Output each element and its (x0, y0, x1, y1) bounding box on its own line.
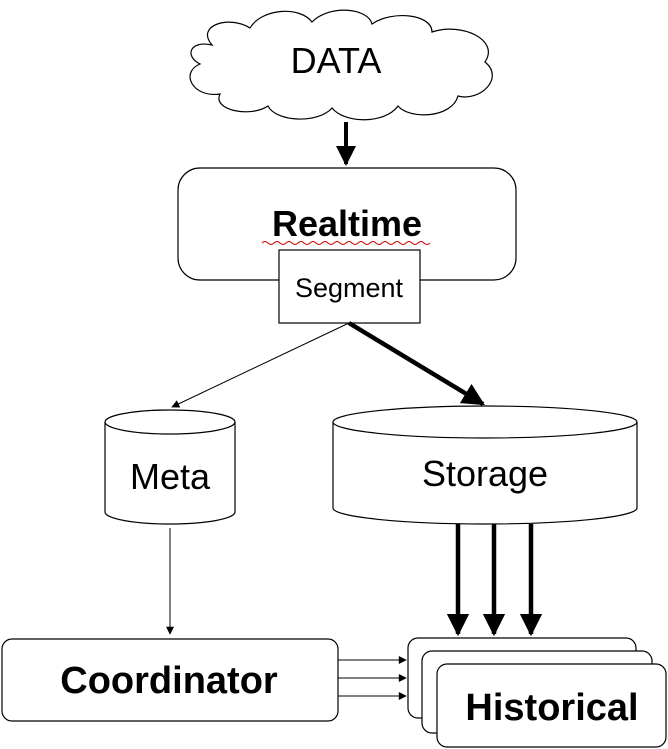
historical-label: Historical (465, 687, 638, 729)
meta-cylinder (104, 422, 236, 525)
segment-label: Segment (295, 273, 404, 303)
storage-cylinder-top (332, 405, 638, 439)
meta-node: Meta (104, 409, 236, 525)
cloud-shape (189, 9, 493, 121)
meta-cylinder-top (104, 409, 236, 435)
coordinator-box (1, 638, 339, 722)
historical-box-front (436, 663, 667, 748)
coordinator-node: Coordinator (1, 638, 339, 722)
storage-node: Storage (332, 405, 638, 525)
arrow-segment-to-meta (171, 322, 350, 408)
segment-box (278, 249, 421, 324)
realtime-label: Realtime (272, 203, 422, 244)
realtime-node: Realtime (177, 167, 517, 281)
meta-label: Meta (130, 456, 211, 497)
coordinator-label: Coordinator (60, 660, 278, 702)
storage-cylinder (332, 422, 638, 525)
data-label: DATA (291, 40, 382, 81)
storage-label: Storage (422, 453, 548, 494)
data-cloud: DATA (189, 9, 493, 121)
historical-node: Historical (407, 637, 667, 748)
arrow-segment-to-storage (347, 321, 485, 406)
spellcheck-underline (261, 241, 431, 245)
segment-node: Segment (278, 249, 421, 324)
